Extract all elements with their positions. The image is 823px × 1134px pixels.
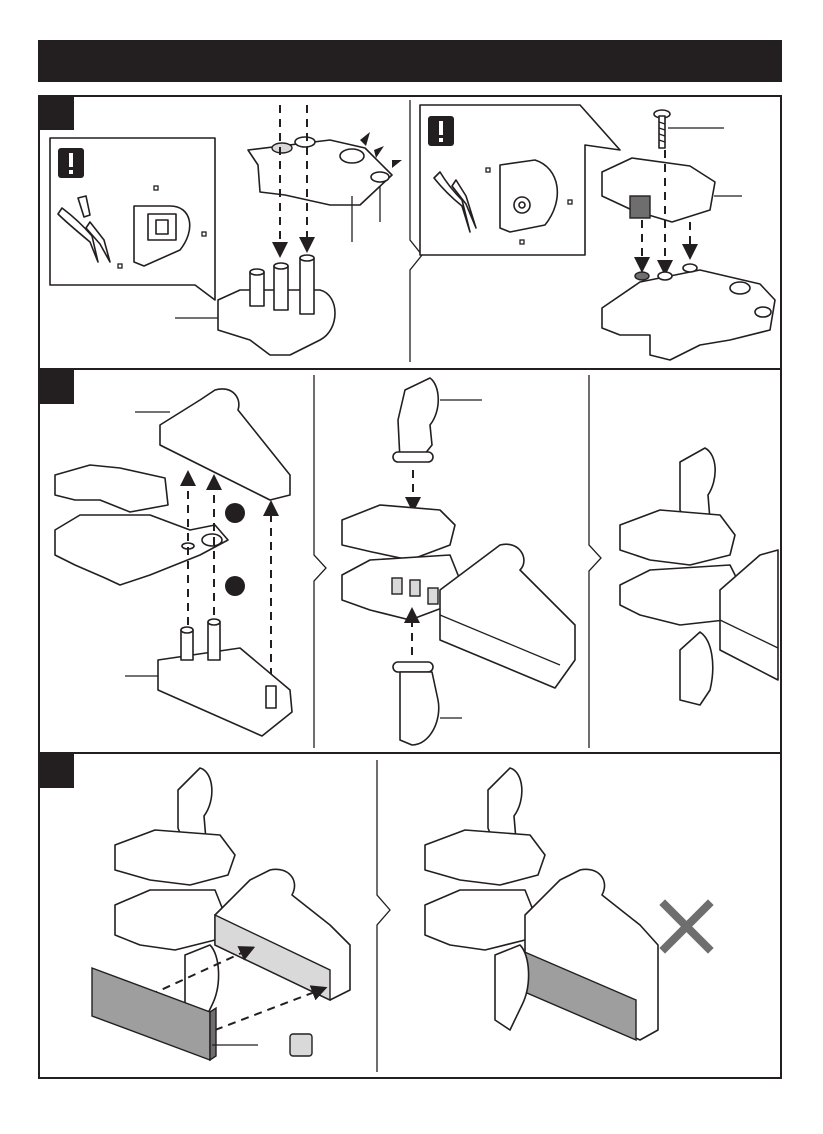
step-badge-2 bbox=[39, 370, 74, 404]
assembled-result bbox=[620, 448, 778, 705]
step-badge-3 bbox=[39, 754, 74, 788]
assembly-center bbox=[342, 505, 575, 688]
dot-marker-1 bbox=[225, 503, 245, 523]
sticker-swatch bbox=[290, 1034, 312, 1056]
dot-marker-2 bbox=[225, 576, 245, 596]
clip-upper-part bbox=[393, 378, 482, 462]
x-icon bbox=[665, 905, 708, 948]
top-rail-part bbox=[248, 132, 402, 242]
exclamation-icon bbox=[58, 148, 84, 178]
double-rail-assembly bbox=[55, 465, 228, 585]
callout-box-left bbox=[50, 138, 215, 300]
clamp-cap-part bbox=[602, 158, 742, 222]
callout-box-right bbox=[420, 105, 620, 255]
screw-part bbox=[654, 110, 724, 148]
assembled-rail-part bbox=[602, 264, 775, 360]
clip-lower-part bbox=[393, 662, 462, 745]
step-badge-1 bbox=[39, 96, 74, 130]
sticker-part bbox=[92, 968, 258, 1060]
exclamation-icon bbox=[428, 116, 454, 146]
final-assembly-right bbox=[425, 768, 658, 1040]
base-block-part bbox=[125, 619, 292, 736]
